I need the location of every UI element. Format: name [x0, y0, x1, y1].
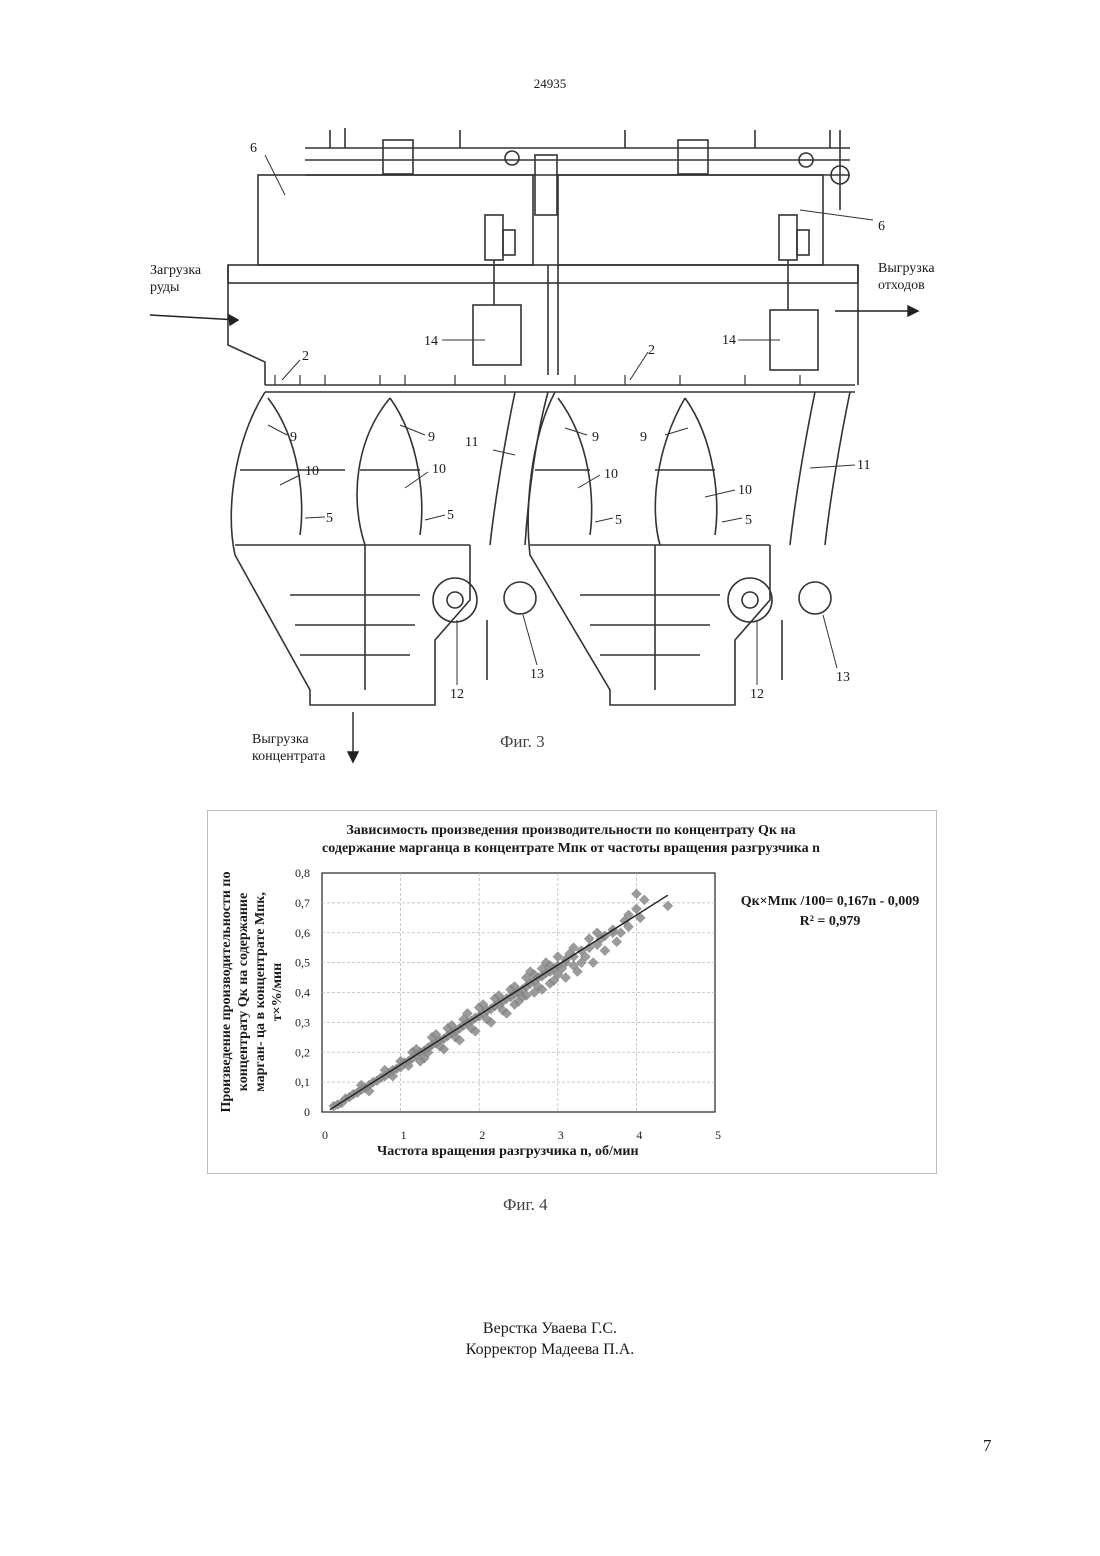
footer-layout-credit: Верстка Уваева Г.С. [0, 1318, 1100, 1339]
y-tick-label: 0,5 [295, 956, 310, 970]
x-tick-label: 5 [715, 1128, 721, 1142]
y-tick-label: 0,4 [295, 986, 310, 1000]
figure-4-caption: Фиг. 4 [503, 1195, 548, 1215]
x-tick-label: 0 [322, 1128, 328, 1142]
y-tick-label: 0,7 [295, 896, 310, 910]
chart-x-axis-label: Частота вращения разгрузчика n, об/мин [377, 1144, 639, 1160]
y-tick-label: 0,3 [295, 1015, 310, 1029]
x-tick-label: 3 [558, 1128, 564, 1142]
x-tick-label: 1 [401, 1128, 407, 1142]
y-tick-label: 0,2 [295, 1045, 310, 1059]
y-tick-label: 0,8 [295, 866, 310, 880]
footer-corrector-credit: Корректор Мадеева П.А. [0, 1339, 1100, 1360]
x-tick-label: 2 [479, 1128, 485, 1142]
scatter-chart: 0 0,1 0,2 0,3 0,4 0,5 0,6 0,7 0,8 0 1 2 3 4 5 [0, 0, 1100, 1200]
trendline-equation: Qк×Mпк /100= 0,167n - 0,009 R² = 0,979 [710, 892, 950, 932]
y-tick-label: 0,1 [295, 1075, 310, 1089]
y-tick-label: 0,6 [295, 926, 310, 940]
x-tick-label: 4 [636, 1128, 642, 1142]
y-tick-label: 0 [304, 1105, 310, 1119]
page-number: 7 [983, 1436, 992, 1456]
